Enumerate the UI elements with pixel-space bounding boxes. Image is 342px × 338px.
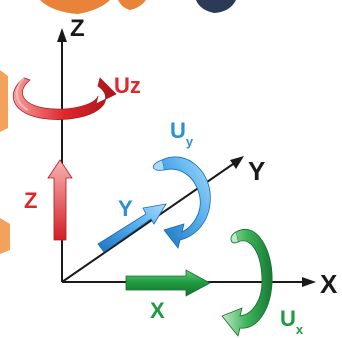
x-translation-label: X	[150, 298, 165, 323]
x-axis-label: X	[320, 269, 338, 299]
left-orange-shape	[0, 70, 8, 132]
uy-rotation-arrow	[152, 156, 211, 249]
y-axis-arrowhead	[230, 156, 244, 169]
uz-rotation-arrow	[12, 77, 117, 120]
z-axis	[57, 28, 67, 282]
left-orange-shape-lower	[0, 218, 10, 254]
y-translation-label: Y	[118, 196, 133, 221]
z-axis-arrowhead	[57, 28, 67, 42]
top-navy-shape	[196, 0, 236, 13]
top-orange-shape	[40, 0, 110, 14]
z-translation-label: Z	[24, 188, 37, 213]
y-translation-arrow	[97, 203, 167, 253]
x-translation-arrow	[125, 269, 211, 297]
ux-rotation-arrow	[221, 229, 273, 337]
z-axis-label: Z	[70, 15, 85, 42]
y-axis-label: Y	[248, 156, 265, 186]
x-axis-arrowhead	[302, 277, 316, 287]
z-translation-arrow	[47, 159, 73, 241]
top-orange-shape-small	[118, 0, 146, 10]
ux-label: Ux	[280, 306, 304, 337]
uz-label: Uz	[114, 73, 141, 98]
uy-label: Uy	[170, 118, 194, 149]
